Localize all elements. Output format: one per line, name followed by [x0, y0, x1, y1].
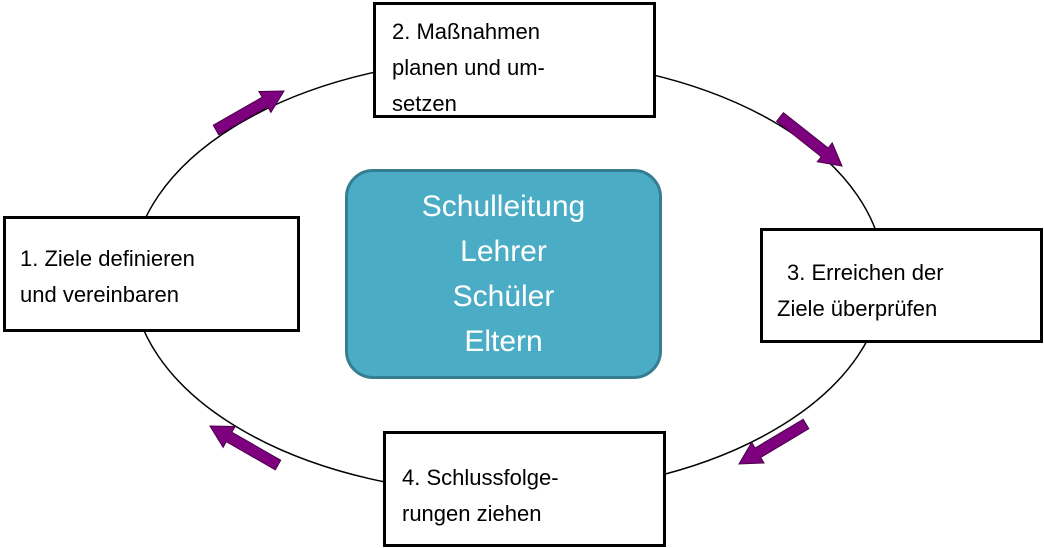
step-2-box: 2. Maßnahmen planen und um- setzen [373, 2, 656, 118]
arrow-3-to-4-icon [738, 418, 810, 465]
stakeholder-label-schueler: Schüler [452, 280, 555, 313]
step-1-text: 1. Ziele definieren und vereinbaren [20, 246, 195, 307]
step-1-box: 1. Ziele definieren und vereinbaren [3, 216, 300, 332]
stakeholder-label-schulleitung: Schulleitung [421, 190, 586, 223]
stakeholder-label-lehrer: Lehrer [460, 235, 547, 268]
arrow-layer [209, 90, 843, 471]
step-4-text: 4. Schlussfolge- rungen ziehen [402, 465, 559, 526]
arrow-4-to-1-icon [209, 425, 282, 471]
step-4-box: 4. Schlussfolge- rungen ziehen [383, 431, 666, 547]
step-3-text: 3. Erreichen der Ziele überprüfen [777, 260, 944, 321]
arrow-1-to-2-icon [212, 90, 285, 136]
stakeholder-label-eltern: Eltern [464, 325, 543, 358]
arrow-2-to-3-icon [775, 111, 843, 167]
step-2-text: 2. Maßnahmen planen und um- setzen [392, 19, 545, 116]
step-3-box: 3. Erreichen der Ziele überprüfen [760, 228, 1043, 343]
stakeholders-box: Schulleitung Lehrer Schüler Eltern [345, 169, 662, 379]
